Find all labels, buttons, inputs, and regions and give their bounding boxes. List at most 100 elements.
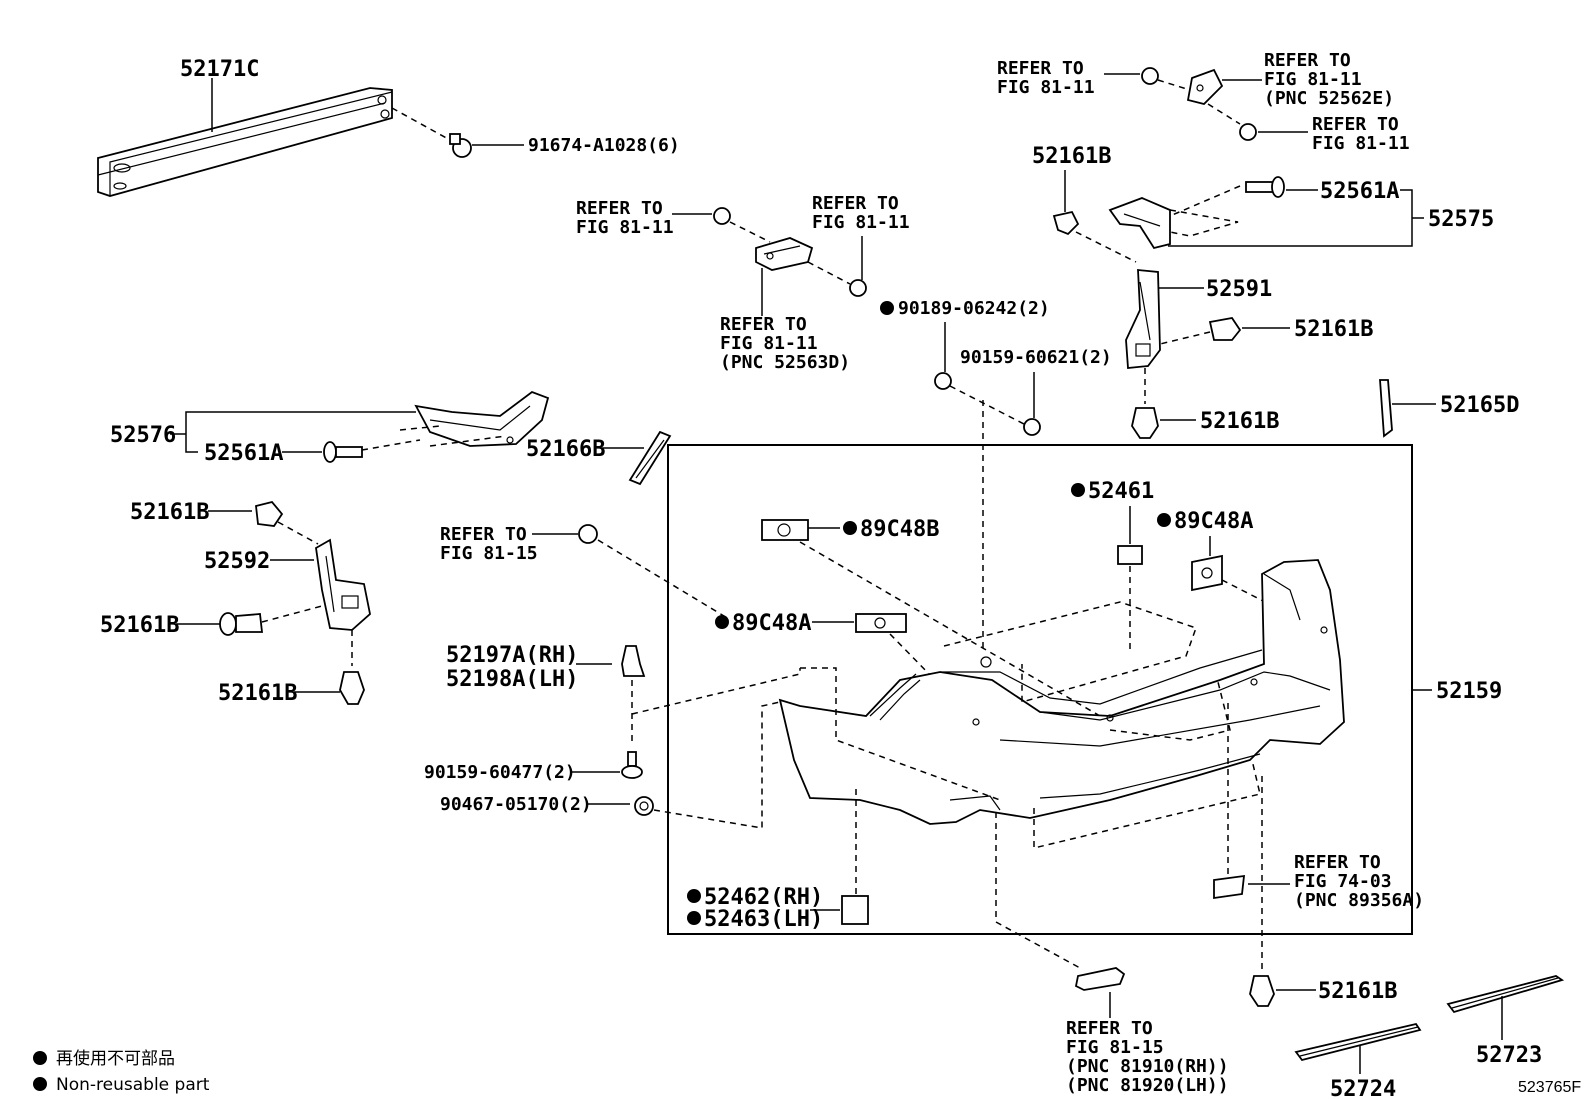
label-52161B-l3: 52161B: [218, 681, 297, 706]
dash-52161B-l1: [277, 521, 319, 545]
label-52161B-b: 52161B: [1318, 979, 1397, 1004]
clip-90467-icon: [634, 796, 654, 816]
label-52591: 52591: [1206, 277, 1272, 302]
label-52561A-r: 52561A: [1320, 179, 1399, 204]
bumper-cover-52159: [778, 559, 1345, 825]
label-refer-tr3-2: FIG 81-11: [1312, 133, 1410, 154]
dash-52161B-l2: [261, 605, 323, 623]
label-refer-74-1: REFER TO: [1294, 852, 1381, 873]
nonreusable-dot-52461: [1071, 483, 1085, 497]
cover-52462-icon: [841, 895, 869, 925]
retainer-52591-icon: [1125, 269, 1161, 369]
dash-bracket-nut: [807, 261, 851, 285]
clip-52161B-top-icon: [1052, 210, 1080, 236]
dash-52171C-bolt: [391, 107, 451, 141]
side-bracket-tr-icon: [1186, 68, 1224, 105]
seal-89C48A-r-icon: [1191, 554, 1223, 592]
side-bracket-mid-icon: [755, 237, 814, 271]
dash-bumper-guide-mid: [1109, 681, 1231, 741]
label-refer-b15-3: (PNC 81910(RH)): [1066, 1056, 1229, 1077]
diagram-code: 523765F: [1518, 1079, 1581, 1096]
clip-52161B-r1-icon: [1208, 317, 1242, 341]
bracket-52576-icon: [414, 390, 550, 447]
dash-bracket-top: [729, 221, 771, 243]
dash-reflector-angle: [995, 921, 1081, 969]
reinforcement-52171C: [97, 87, 393, 197]
moulding-52724-icon: [1294, 1022, 1422, 1062]
legend-dot-jp: [33, 1051, 47, 1065]
label-52161B-r2: 52161B: [1200, 409, 1279, 434]
nonreusable-dot-52462: [687, 889, 701, 903]
label-refer-b15-1: REFER TO: [1066, 1018, 1153, 1039]
spacer-52166B-icon: [628, 430, 672, 486]
label-refer-tr1-2: FIG 81-11: [997, 77, 1095, 98]
nonreusable-dot-89C48B: [843, 521, 857, 535]
nut-refer-tl-icon: [713, 207, 731, 225]
label-89C48B: 89C48B: [860, 517, 939, 542]
dash-52576-box: [399, 425, 507, 447]
label-refer-b15-4: (PNC 81920(LH)): [1066, 1075, 1229, 1096]
dash-52197A-bumper: [631, 668, 801, 715]
label-89C48A-r: 89C48A: [1174, 509, 1253, 534]
clip-52161B-l2-icon: [219, 612, 264, 636]
label-refer-74-2: FIG 74-03: [1294, 871, 1392, 892]
label-52462: 52462(RH): [704, 885, 823, 910]
label-refer-mid-3: (PNC 52563D): [720, 352, 850, 373]
dash-52161B-top-52591: [1075, 231, 1137, 263]
label-52161B-l1: 52161B: [130, 500, 209, 525]
label-refer-mid-2: FIG 81-11: [720, 333, 818, 354]
reflector-81910-icon: [1074, 967, 1126, 991]
label-52161B-r1: 52161B: [1294, 317, 1373, 342]
nonreusable-dot-52463: [687, 911, 701, 925]
nonreusable-dot-89C48A-c: [715, 615, 729, 629]
dash-tr-bracket-nut: [1207, 103, 1241, 125]
label-refer-tm-2: FIG 81-11: [812, 212, 910, 233]
seal-89C48B-icon: [761, 519, 809, 541]
label-refer-74-3: (PNC 89356A): [1294, 890, 1424, 911]
grommet-52197A-icon: [621, 645, 646, 677]
label-52724: 52724: [1330, 1077, 1396, 1099]
nonreusable-dot-89C48A-r: [1157, 513, 1171, 527]
bracket-52575-icon: [1108, 197, 1171, 250]
nut-refer-tr1-icon: [1141, 67, 1159, 85]
label-52723: 52723: [1476, 1043, 1542, 1068]
label-52161B-l2: 52161B: [100, 613, 179, 638]
clip-52161B-l3-icon: [339, 671, 365, 705]
dash-l15-bumper: [597, 539, 725, 617]
label-refer-tm-1: REFER TO: [812, 193, 899, 214]
bolt-52561A-r-icon: [1245, 176, 1285, 198]
nut-refer-l15-icon: [578, 524, 598, 544]
retainer-52592-icon: [315, 538, 371, 631]
label-52461: 52461: [1088, 479, 1154, 504]
dash-bumper-guide-top: [943, 601, 1197, 703]
label-refer-mid-1: REFER TO: [720, 314, 807, 335]
label-90189: 90189-06242(2): [898, 298, 1050, 319]
dash-52575-box: [1169, 185, 1241, 237]
label-refer-tr1-1: REFER TO: [997, 58, 1084, 79]
reflector-89356A-icon: [1213, 874, 1246, 900]
dash-bumper-guide-low: [1033, 759, 1261, 849]
label-52159: 52159: [1436, 679, 1502, 704]
dash-89C48B-bumper: [799, 541, 1101, 717]
label-refer-l15-1: REFER TO: [440, 524, 527, 545]
label-refer-tl-2: FIG 81-11: [576, 217, 674, 238]
nut-refer-tr3-icon: [1239, 123, 1257, 141]
label-89C48A-c: 89C48A: [732, 611, 811, 636]
label-refer-b15-2: FIG 81-15: [1066, 1037, 1164, 1058]
seal-89C48A-c-icon: [855, 613, 907, 633]
legend-jp: 再使用不可部品: [56, 1048, 175, 1069]
clip-52161B-r2-icon: [1131, 407, 1159, 439]
clip-90189-icon: [934, 372, 952, 390]
screw-90159b-icon: [621, 751, 643, 779]
label-52165D: 52165D: [1440, 393, 1519, 418]
dash-bumper-left: [800, 667, 1001, 801]
spacer-52165D-icon: [1379, 379, 1393, 438]
label-91674: 91674-A1028(6): [528, 135, 680, 156]
label-refer-tr2-1: REFER TO: [1264, 50, 1351, 71]
nut-refer-tm-icon: [849, 279, 867, 297]
clip-52161B-l1-icon: [255, 500, 284, 527]
moulding-52723-icon: [1446, 975, 1565, 1014]
label-52561A-l: 52561A: [204, 441, 283, 466]
label-52197A: 52197A(RH): [446, 643, 578, 668]
